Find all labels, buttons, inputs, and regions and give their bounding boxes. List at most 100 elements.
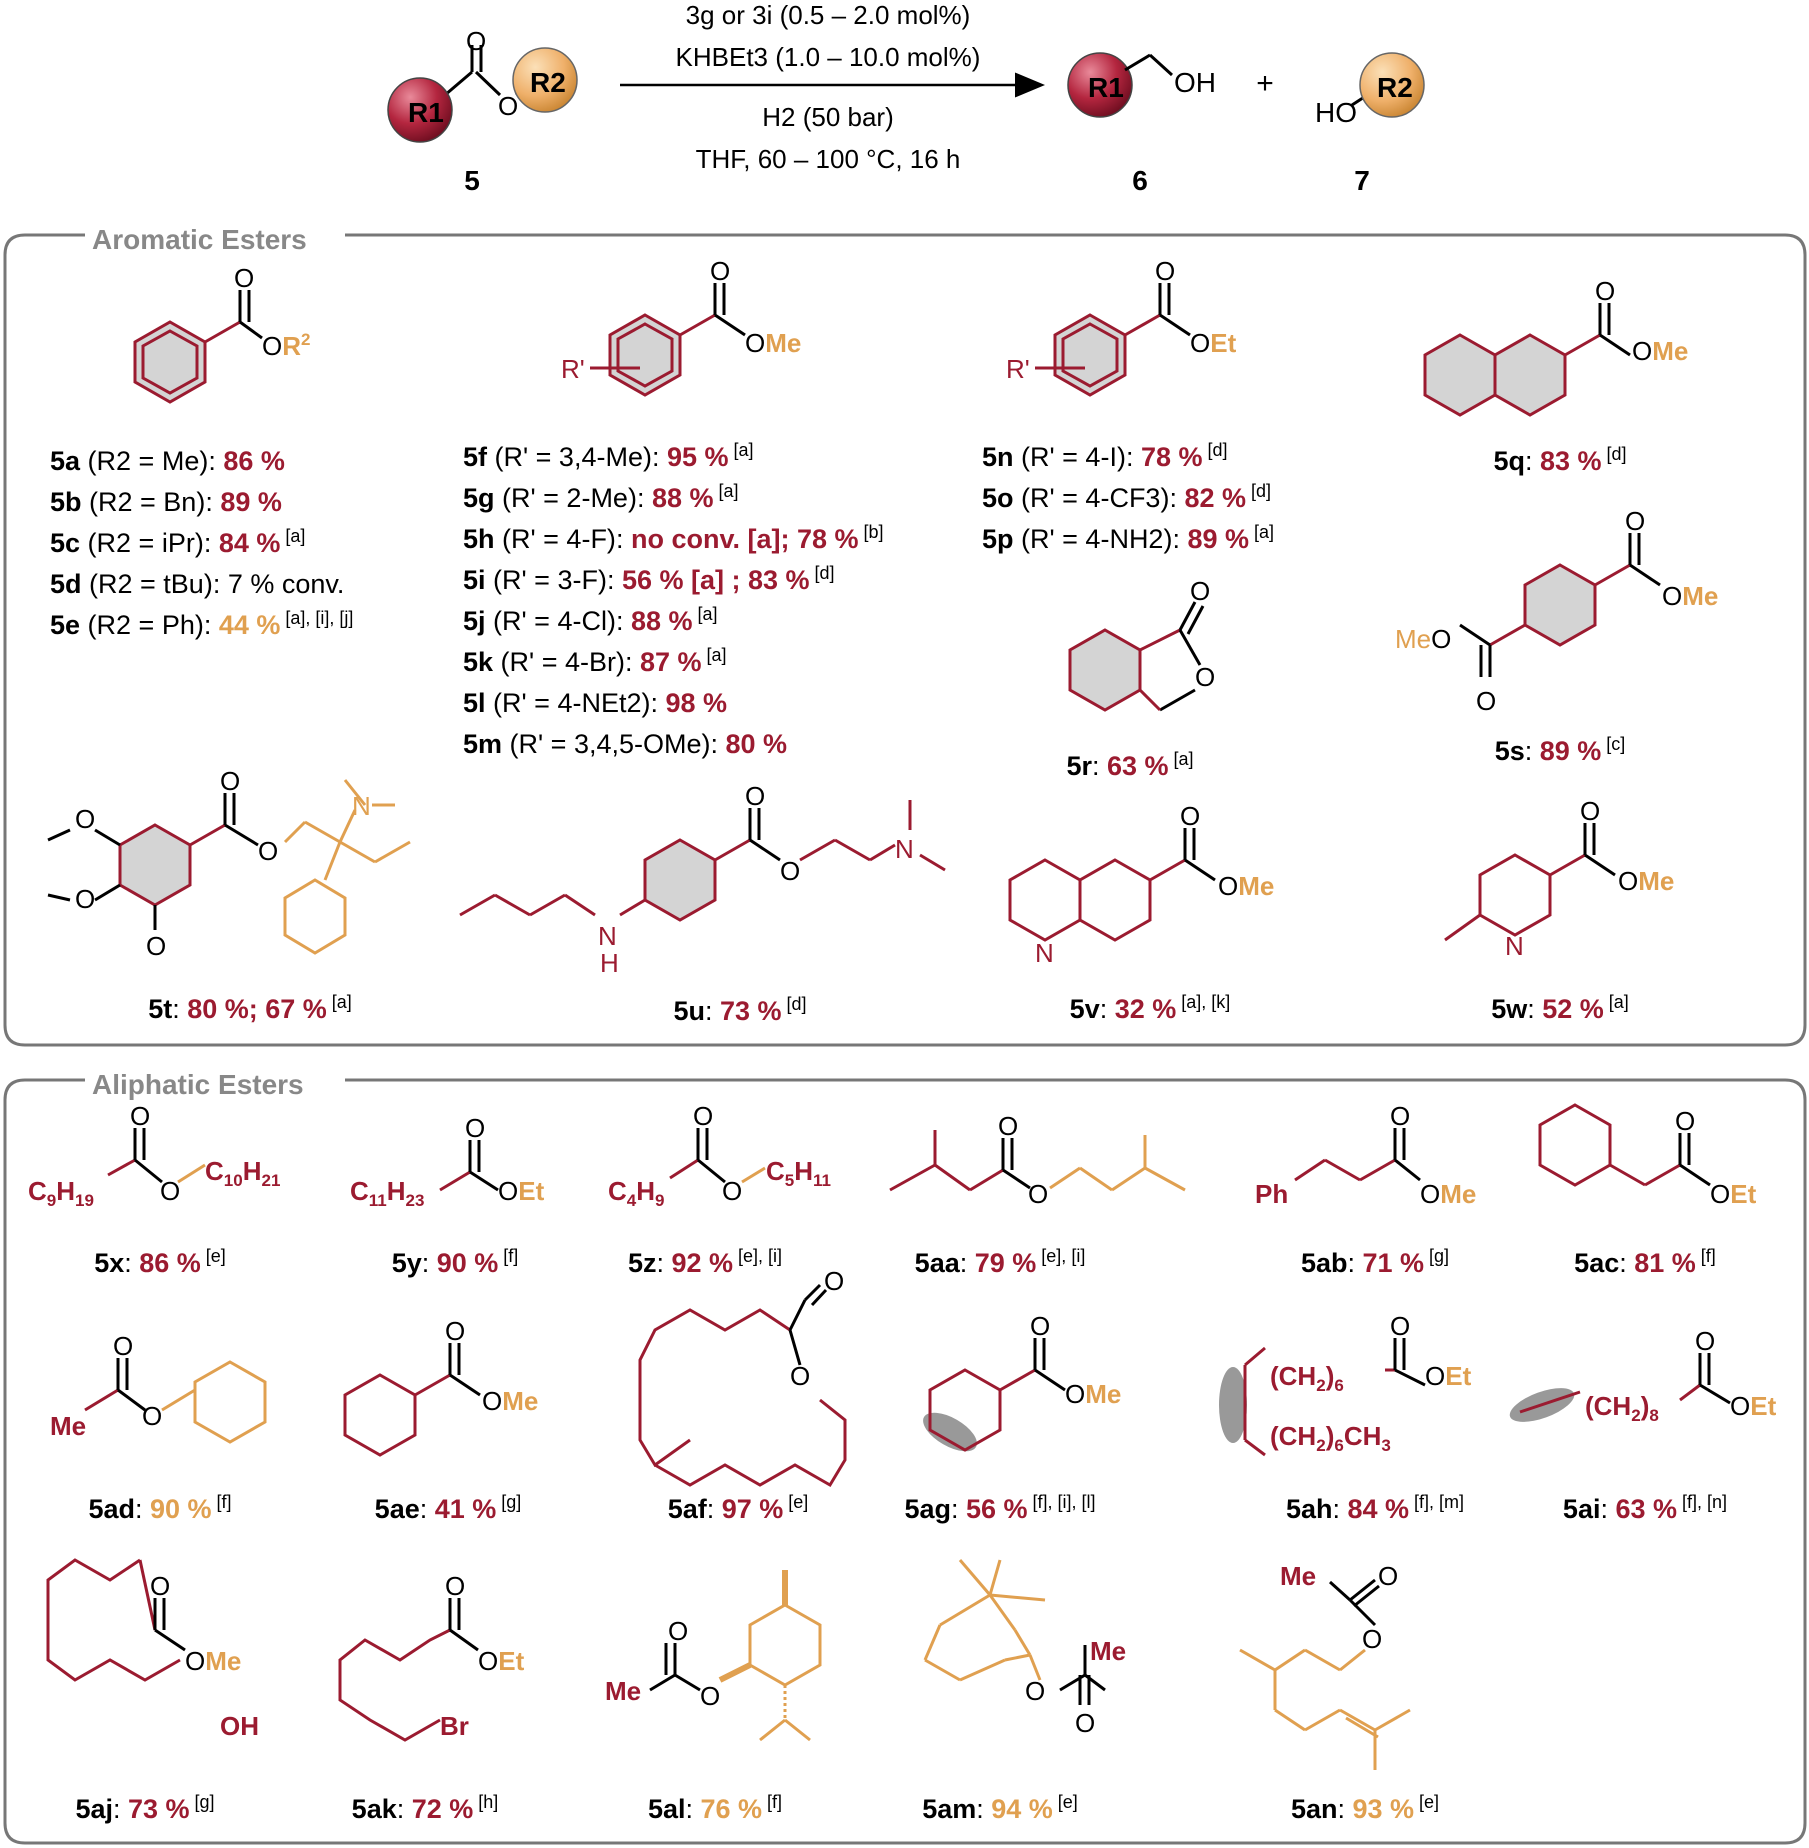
structure-5u	[459, 800, 946, 922]
compound-id: 5v	[1070, 994, 1100, 1024]
ome-label: OMe	[1662, 581, 1718, 611]
compound-yield: 81 %	[1634, 1248, 1696, 1278]
compound-note: [g]	[1424, 1246, 1449, 1266]
ch2-6ch3-label: (CH2)6CH3	[1270, 1421, 1391, 1455]
compound-note: [f]	[212, 1492, 232, 1512]
compound-id: 5y	[392, 1248, 422, 1278]
compound-condition: (R' = 4-NEt2)	[486, 688, 651, 718]
r2-sphere	[512, 47, 578, 113]
compound-note: [a]	[1249, 522, 1274, 542]
caption-5w: 5w: 52 % [a]	[1491, 992, 1629, 1024]
compound-note: [b]	[859, 522, 884, 542]
aliphatic-frame	[3, 1078, 1807, 1845]
o-label: O	[1030, 1311, 1050, 1341]
compound-id: 5ak	[352, 1794, 398, 1824]
compound-note: [c]	[1601, 734, 1625, 754]
o-label: O	[445, 1571, 465, 1601]
caption-5an: 5an: 93 % [e]	[1291, 1792, 1439, 1824]
compound-note: [f]	[1696, 1246, 1716, 1266]
compound-note: [f], [m]	[1409, 1492, 1464, 1512]
reagent-line-2: KHBEt3 (1.0 – 10.0 mol%)	[676, 42, 981, 72]
compound-yield: 88 %	[631, 606, 693, 636]
caption-5al: 5al: 76 % [f]	[648, 1792, 782, 1824]
compound-id: 5r	[1066, 751, 1092, 781]
compound-note: [a]	[280, 526, 305, 546]
caption-5l: 5l (R' = 4-NEt2): 98 %	[463, 688, 727, 718]
compound-id: 5w	[1491, 994, 1528, 1024]
structure-5x	[107, 1128, 206, 1184]
caption-5aj: 5aj: 73 % [g]	[75, 1792, 214, 1824]
ph-label: Ph	[1255, 1179, 1288, 1209]
compound-id: 5e	[50, 610, 80, 640]
compound-condition: (R' = 3-F)	[486, 565, 607, 595]
br-label: Br	[440, 1711, 469, 1741]
o-label: O	[258, 836, 278, 866]
structure-5y	[439, 1140, 499, 1192]
r1-label: R1	[408, 97, 444, 128]
caption-5f: 5f (R' = 3,4-Me): 95 % [a]	[463, 440, 754, 472]
compound-note: [f]	[762, 1792, 782, 1812]
compound-id: 5h	[463, 524, 495, 554]
o-label: O	[1595, 276, 1615, 306]
o-label: O	[700, 1681, 720, 1711]
ome-label: OMe	[1632, 336, 1688, 366]
compound-note: [a]	[729, 440, 754, 460]
caption-5af: 5af: 97 % [e]	[668, 1492, 809, 1524]
compound-note: [a], [i], [j]	[280, 608, 353, 628]
compound-condition: (R' = 3,4-Me)	[487, 442, 652, 472]
compound-id: 5x	[94, 1248, 124, 1278]
aromatic-section: Aromatic Esters O OR2 O R' OMe	[3, 224, 1807, 1047]
aliphatic-title: Aliphatic Esters	[92, 1069, 304, 1100]
o-label: O	[150, 1571, 170, 1601]
c10h21-label: C10H21	[205, 1156, 280, 1190]
o-label: O	[1180, 801, 1200, 831]
compound-yield: 86 %	[223, 446, 285, 476]
n-label: N	[895, 834, 914, 864]
compound-note: [e], [i]	[733, 1246, 782, 1266]
caption-5g: 5g (R' = 2-Me): 88 % [a]	[463, 481, 739, 513]
compound-note: [e]	[783, 1492, 808, 1512]
structure-benzoate	[133, 290, 263, 404]
compound-yield: 56 % [a] ; 83 %	[622, 565, 810, 595]
compound-id: 5p	[982, 524, 1014, 554]
reagent-line-3: H2 (50 bar)	[762, 102, 894, 132]
structure-terephthalate	[1459, 533, 1661, 677]
product-oh-label: OH	[1174, 67, 1216, 98]
n-label: N	[352, 791, 371, 821]
o-label: O	[234, 263, 254, 293]
compound-id: 5o	[982, 483, 1014, 513]
aliphatic-captions: 5x: 86 % [e]5y: 90 % [f]5z: 92 % [e], [i…	[75, 1246, 1727, 1824]
compound-note: [a]	[327, 992, 352, 1012]
compound-yield: 93 %	[1352, 1794, 1414, 1824]
compound-yield: 78 %	[1141, 442, 1203, 472]
compound-condition: (R2 = Ph)	[80, 610, 204, 640]
caption-5o: 5o (R' = 4-CF3): 82 % [d]	[982, 481, 1271, 513]
o-label: O	[130, 1101, 150, 1131]
compound-note: [a], [k]	[1176, 992, 1230, 1012]
compound-note: [e], [i]	[1036, 1246, 1085, 1266]
caption-5ab: 5ab: 71 % [g]	[1301, 1246, 1449, 1278]
caption-5b: 5b (R2 = Bn): 89 %	[50, 487, 282, 517]
compound-id: 5b	[50, 487, 82, 517]
structure-phthalide	[1068, 601, 1205, 712]
compound-id: 5l	[463, 688, 486, 718]
compound-note: [d]	[1203, 440, 1228, 460]
structure-trimebutine	[47, 779, 411, 955]
structure-5ac	[1538, 1103, 1711, 1187]
ome-label: OMe	[1618, 866, 1674, 896]
meo-label: MeO	[1395, 624, 1451, 654]
compound-id: 5m	[463, 729, 502, 759]
compound-id: 5ac	[1574, 1248, 1619, 1278]
caption-5ag: 5ag: 56 % [f], [i], [l]	[904, 1492, 1095, 1524]
compound-id: 5al	[648, 1794, 686, 1824]
compound-yield: 63 %	[1107, 751, 1169, 781]
o-label: O	[1580, 796, 1600, 826]
compound-note: [g]	[190, 1792, 215, 1812]
compound-id: 5c	[50, 528, 80, 558]
aromatic-frame	[3, 233, 1807, 1047]
compound-yield: 44 %	[219, 610, 281, 640]
compound-note: [f], [i], [l]	[1028, 1492, 1096, 1512]
compound-yield: 41 %	[435, 1494, 497, 1524]
aromatic-captions: 5a (R2 = Me): 86 %5b (R2 = Bn): 89 %5c (…	[50, 440, 1629, 1026]
oet-label: OEt	[1190, 328, 1237, 358]
